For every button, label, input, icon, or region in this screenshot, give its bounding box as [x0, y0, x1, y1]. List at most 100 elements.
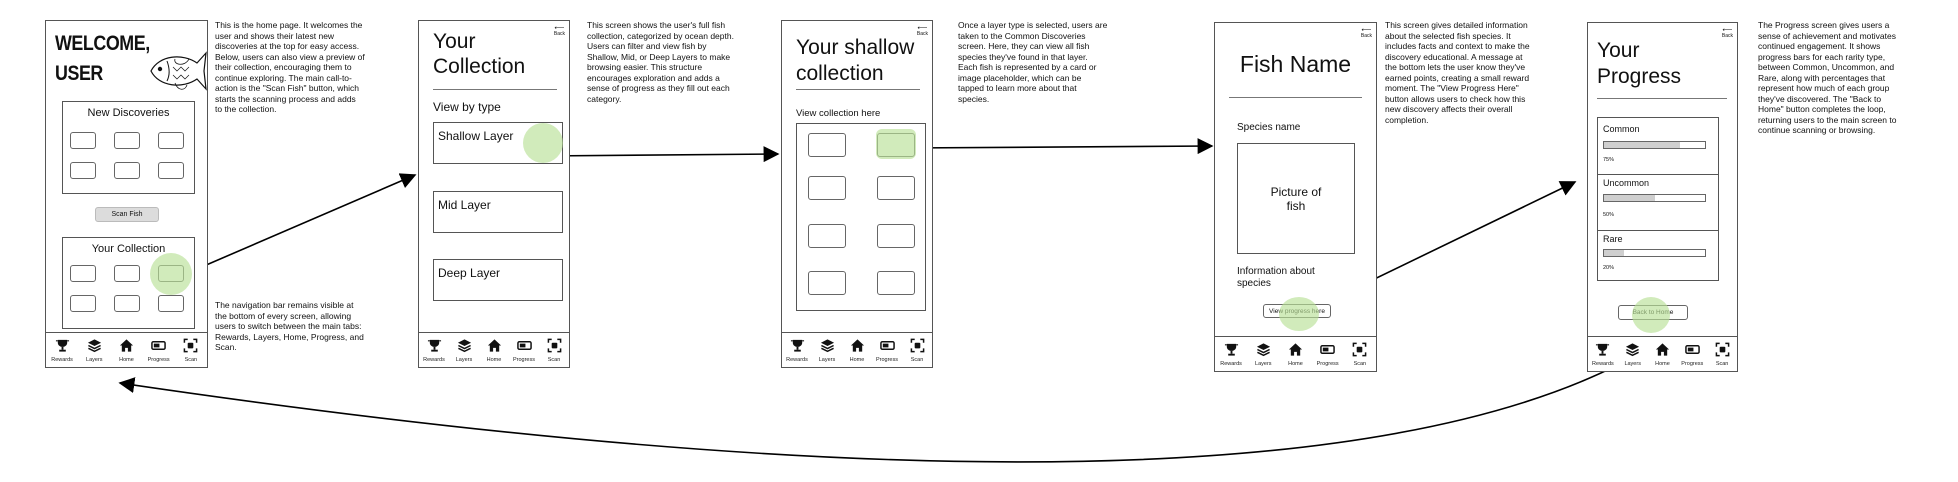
nav-item-progress[interactable]: Progress — [144, 333, 174, 363]
nav-item-rewards[interactable]: Rewards — [1216, 337, 1246, 367]
nav-label: Layers — [455, 357, 473, 363]
nav-item-layers[interactable]: Layers — [812, 333, 842, 363]
nav-item-home[interactable]: Home — [111, 333, 141, 363]
progress-bar — [1603, 141, 1706, 149]
nav-item-layers[interactable]: Layers — [79, 333, 109, 363]
nav-label: Scan — [547, 357, 561, 363]
nav-item-layers[interactable]: Layers — [1618, 337, 1648, 367]
fish-card[interactable] — [877, 133, 915, 157]
nav-label: Home — [849, 357, 865, 363]
nav-item-progress[interactable]: Progress — [1313, 337, 1343, 367]
collection-card[interactable] — [114, 265, 140, 282]
nav-item-layers[interactable]: Layers — [449, 333, 479, 363]
nav-item-home[interactable]: Home — [1648, 337, 1678, 367]
discovery-card[interactable] — [158, 162, 184, 179]
deep-layer-button[interactable]: Deep Layer — [433, 259, 563, 301]
rarity-row-common: Common 75% — [1598, 118, 1718, 175]
nav-item-home[interactable]: Home — [842, 333, 872, 363]
home-title: WELCOME, USER — [55, 32, 150, 85]
fish-description: This screen gives detailed information a… — [1385, 20, 1530, 125]
species-info-label: Information about species — [1237, 266, 1315, 289]
scan-fish-button[interactable]: Scan Fish — [95, 207, 159, 222]
nav-item-home[interactable]: Home — [479, 333, 509, 363]
arrow-progress-to-home — [118, 339, 1663, 463]
nav-item-progress[interactable]: Progress — [509, 333, 539, 363]
discovery-card[interactable] — [70, 162, 96, 179]
nav-item-home[interactable]: Home — [1280, 337, 1310, 367]
discovery-card[interactable] — [114, 132, 140, 149]
shallow-layer-button[interactable]: Shallow Layer — [433, 122, 563, 164]
progress-bar — [1603, 249, 1706, 257]
nav-item-rewards[interactable]: Rewards — [782, 333, 812, 363]
back-button[interactable]: ⟵Back — [916, 25, 928, 37]
fish-card[interactable] — [808, 133, 846, 157]
rarity-percent: 50% — [1603, 212, 1615, 218]
layers-icon — [1625, 342, 1640, 359]
back-button[interactable]: ⟵Back — [553, 25, 565, 37]
view-progress-button[interactable]: View progress here — [1263, 304, 1331, 318]
progress-icon — [151, 338, 166, 355]
mid-layer-button[interactable]: Mid Layer — [433, 191, 563, 233]
nav-label: Scan — [910, 357, 924, 363]
view-by-label: View by type — [433, 100, 501, 114]
rarity-row-uncommon: Uncommon 50% — [1598, 174, 1718, 231]
collection-card[interactable] — [158, 295, 184, 312]
collection-card[interactable] — [70, 265, 96, 282]
fish-name-title: Fish Name — [1239, 51, 1352, 77]
collection-card[interactable] — [158, 265, 184, 282]
nav-label: Scan — [184, 357, 198, 363]
your-collection-heading: Your Collection — [91, 243, 166, 255]
fish-card[interactable] — [808, 176, 846, 200]
fish-card[interactable] — [877, 176, 915, 200]
nav-item-rewards[interactable]: Rewards — [419, 333, 449, 363]
back-button[interactable]: ⟵Back — [1721, 27, 1733, 39]
back-button[interactable]: ⟵Back — [1360, 27, 1372, 39]
fish-card[interactable] — [808, 271, 846, 295]
new-discoveries-panel: New Discoveries — [62, 101, 195, 194]
nav-item-scan[interactable]: Scan — [1345, 337, 1375, 367]
fish-card[interactable] — [877, 224, 915, 248]
layers-icon — [87, 338, 102, 355]
nav-item-rewards[interactable]: Rewards — [1588, 337, 1618, 367]
scan-icon — [1715, 342, 1730, 359]
layer-label: Deep Layer — [438, 266, 501, 280]
nav-label: Rewards — [1592, 361, 1614, 367]
rarity-panel: Common 75% Uncommon 50% Rare 20% — [1597, 117, 1719, 281]
layers-icon — [457, 338, 472, 355]
nav-item-scan[interactable]: Scan — [176, 333, 206, 363]
discovery-card[interactable] — [158, 132, 184, 149]
nav-item-scan[interactable]: Scan — [1707, 337, 1737, 367]
nav-label: Layers — [86, 357, 103, 363]
divider — [1229, 97, 1362, 98]
scan-icon — [910, 338, 925, 355]
nav-item-progress[interactable]: Progress — [1677, 337, 1707, 367]
nav-label: Scan — [1353, 361, 1367, 367]
progress-fill — [1604, 195, 1655, 201]
nav-item-scan[interactable]: Scan — [539, 333, 569, 363]
back-arrow-icon: ⟵ — [1361, 27, 1372, 34]
scan-icon — [183, 338, 198, 355]
new-discoveries-heading: New Discoveries — [87, 107, 170, 119]
discovery-card[interactable] — [114, 162, 140, 179]
fish-card[interactable] — [877, 271, 915, 295]
fish-grid — [796, 123, 926, 311]
picture-label: Picture of fish — [1270, 184, 1322, 213]
scan-icon — [1352, 342, 1367, 359]
progress-icon — [1320, 342, 1335, 359]
collection-card[interactable] — [70, 295, 96, 312]
nav-label: Layers — [818, 357, 836, 363]
nav-description: The navigation bar remains visible at th… — [215, 300, 364, 352]
discovery-card[interactable] — [70, 132, 96, 149]
nav-item-rewards[interactable]: Rewards — [47, 333, 77, 363]
fish-card[interactable] — [808, 224, 846, 248]
nav-item-scan[interactable]: Scan — [902, 333, 932, 363]
nav-item-progress[interactable]: Progress — [872, 333, 902, 363]
nav-item-layers[interactable]: Layers — [1248, 337, 1278, 367]
arrow-home-to-collection — [189, 173, 417, 273]
back-to-home-button[interactable]: Back to Home — [1618, 305, 1688, 320]
your-collection-panel: Your Collection — [62, 237, 195, 329]
collection-card[interactable] — [114, 295, 140, 312]
